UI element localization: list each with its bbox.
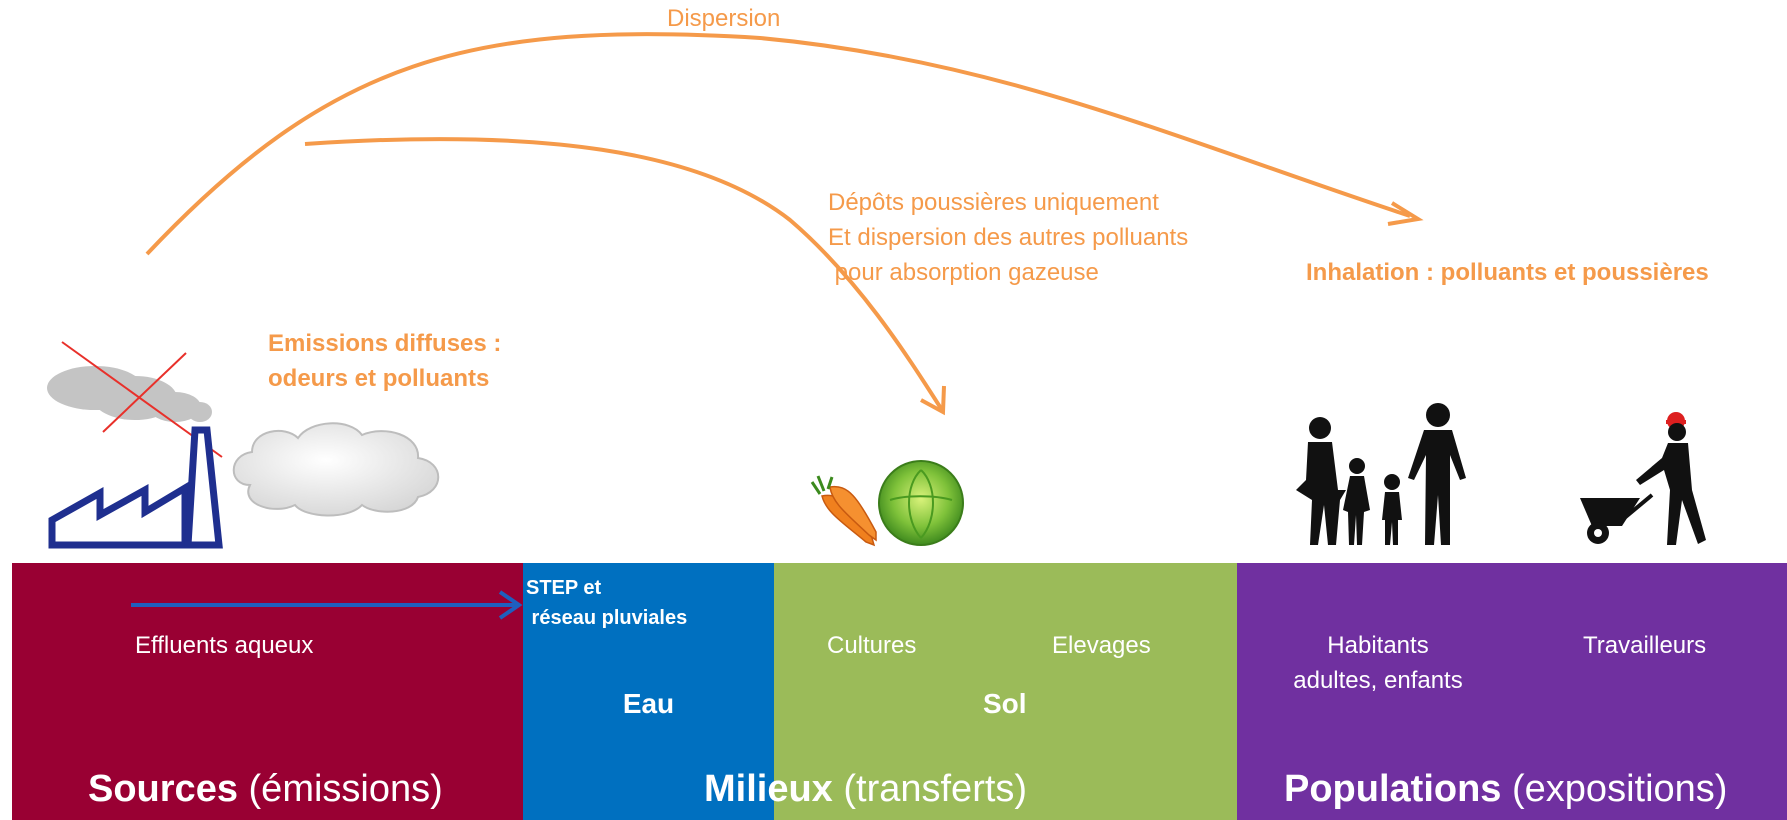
inhalation-label: Inhalation : polluants et poussières	[1306, 259, 1709, 286]
dispersion-label: Dispersion	[667, 5, 781, 32]
cultures-label: Cultures	[827, 632, 917, 659]
worker-wheelbarrow-icon	[1580, 412, 1706, 545]
effluents-label: Effluents aqueux	[135, 632, 314, 659]
milieux-title: Milieux (transferts)	[704, 767, 1027, 811]
cloud-icon	[232, 422, 440, 517]
deposits-label-line2: Et dispersion des autres polluants	[828, 224, 1189, 251]
sol-label: Sol	[983, 688, 1027, 719]
eau-label: Eau	[622, 688, 675, 719]
sol-band	[774, 563, 1237, 820]
smoke-cloud-icon	[47, 366, 212, 422]
family-silhouette-icon	[1296, 403, 1466, 545]
sources-title-bold: Sources	[88, 768, 238, 810]
step-label-line2: réseau pluviales	[526, 607, 688, 629]
sources-title-rest: (émissions)	[237, 768, 443, 810]
dispersion-arrow	[145, 32, 1424, 256]
milieux-title-rest: (transferts)	[832, 768, 1028, 810]
populations-title: Populations (expositions)	[1284, 767, 1727, 811]
effluent-arrow	[131, 590, 523, 620]
step-label-line1: STEP et	[526, 577, 602, 599]
factory-icon	[48, 426, 223, 549]
carrot-cabbage-icon	[810, 460, 964, 547]
populations-title-bold: Populations	[1284, 768, 1502, 810]
deposits-label-line1: Dépôts poussières uniquement	[828, 189, 1159, 216]
diffuse-emissions-label-line2: odeurs et polluants	[268, 365, 490, 392]
eau-band	[523, 563, 774, 820]
populations-band	[1237, 563, 1787, 820]
travailleurs-label: Travailleurs	[1583, 632, 1707, 659]
habitants-label-line2: adultes, enfants	[1293, 667, 1463, 694]
sources-title: Sources (émissions)	[88, 767, 443, 811]
diffuse-emissions-label-line1: Emissions diffuses :	[268, 330, 502, 357]
habitants-label-line1: Habitants	[1327, 632, 1429, 659]
deposits-label-line3: pour absorption gazeuse	[828, 259, 1099, 286]
deposits-arrow	[304, 137, 946, 416]
populations-title-rest: (expositions)	[1501, 768, 1728, 810]
milieux-title-bold: Milieux	[704, 768, 833, 810]
elevages-label: Elevages	[1052, 632, 1151, 659]
